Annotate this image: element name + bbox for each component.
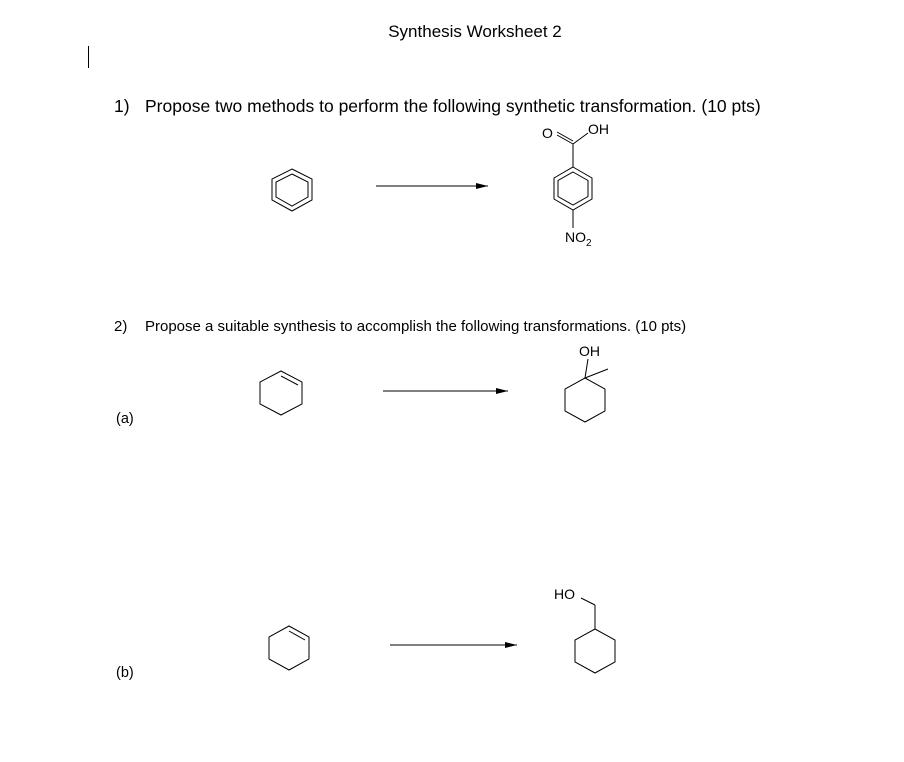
q2b-cyclohexene-reactant: [268, 625, 310, 671]
question-2-number: 2): [114, 318, 128, 335]
question-1-number: 1): [114, 96, 130, 116]
q1-nitro-subscript: 2: [586, 238, 592, 249]
text-cursor: [88, 46, 89, 68]
part-b-label: (b): [116, 665, 134, 681]
part-a-label: (a): [116, 411, 134, 427]
q2a-hydroxyl-label: OH: [579, 343, 600, 359]
q2a-methylcyclohexanol-product: [564, 358, 609, 423]
q2a-cyclohexene-reactant: [259, 370, 303, 416]
question-2-text: Propose a suitable synthesis to accompli…: [145, 318, 687, 335]
q1-hydroxyl-label: OH: [588, 121, 609, 137]
q1-nitrobenzoic-acid-product: [553, 131, 593, 228]
question-1-text: Propose two methods to perform the follo…: [145, 96, 761, 116]
question-1: 1) Propose two methods to perform the fol…: [114, 96, 761, 117]
q1-nitro-label: NO2: [565, 229, 592, 249]
q1-benzene-reactant: [271, 168, 313, 212]
q2b-cyclohexylmethanol-product: [574, 597, 616, 674]
q1-nitro-label-main: NO: [565, 229, 586, 245]
q1-carbonyl-oxygen-label: O: [542, 125, 553, 141]
question-2: 2) Propose a suitable synthesis to accomp…: [114, 318, 686, 335]
q2b-hydroxyl-label: HO: [554, 586, 575, 602]
page-title: Synthesis Worksheet 2: [388, 22, 562, 41]
